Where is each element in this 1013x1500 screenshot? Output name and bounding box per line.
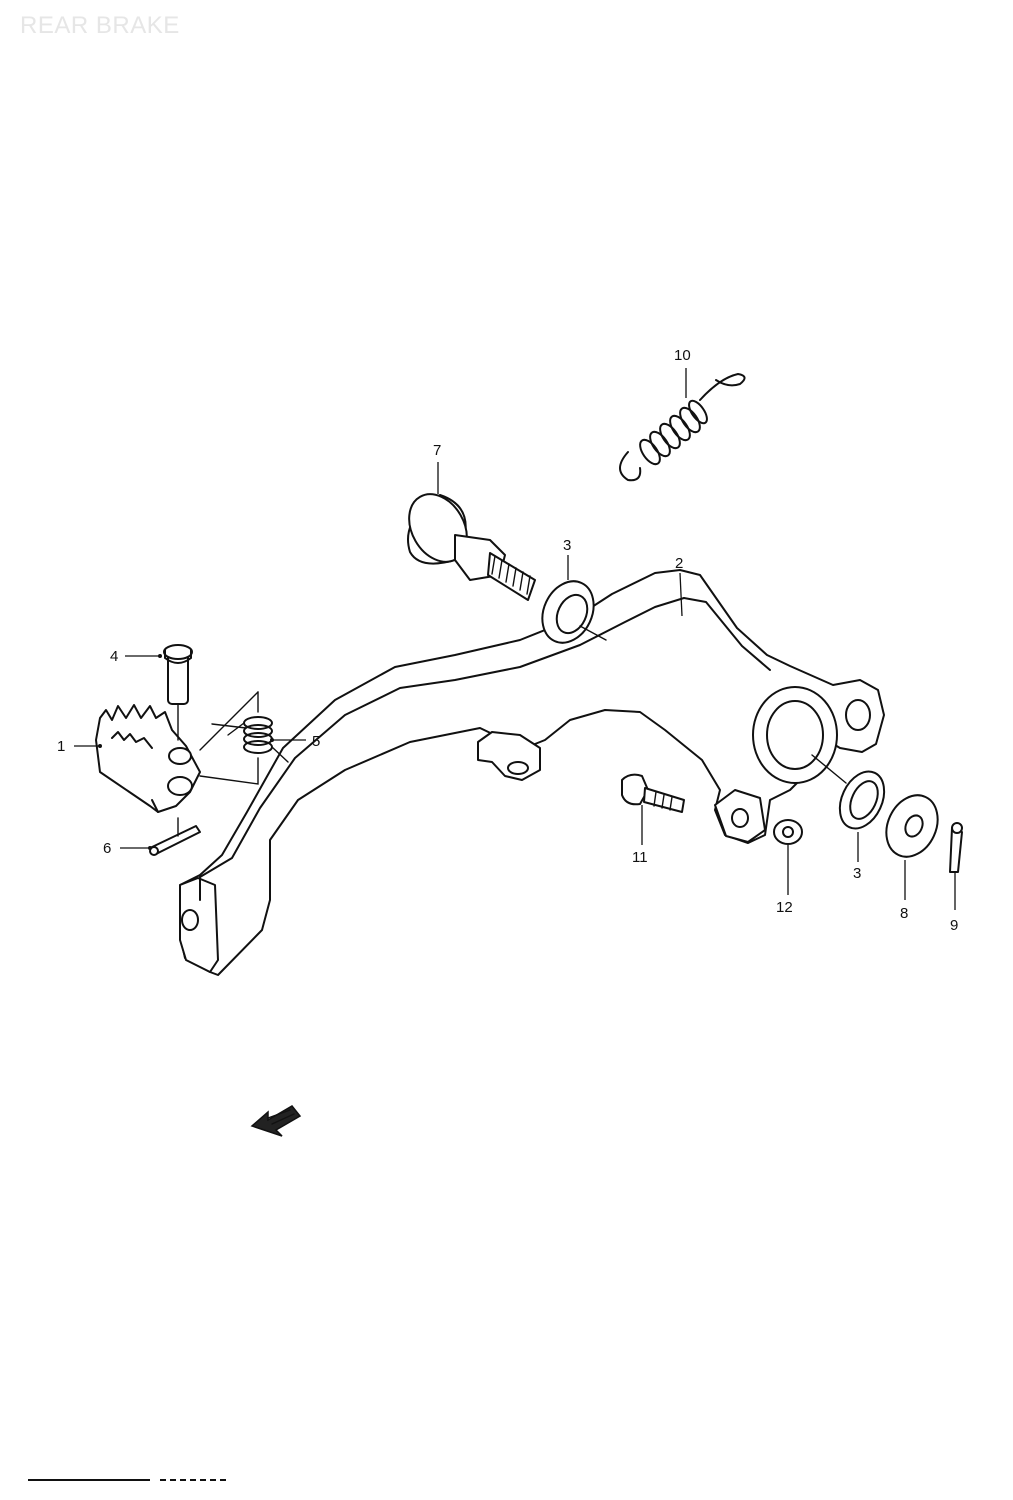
oil-seal-upper — [541, 580, 607, 644]
pedal-shaft-bolt — [407, 493, 536, 601]
callout-5: 5 — [312, 733, 320, 750]
callout-3-upper: 3 — [563, 537, 571, 554]
brake-pedal-step — [95, 704, 201, 813]
callout-8: 8 — [900, 905, 908, 922]
callout-11: 11 — [632, 849, 648, 866]
callout-7: 7 — [433, 442, 441, 459]
oil-seal-lower — [811, 754, 886, 830]
step-return-spring — [199, 691, 289, 785]
flat-washer — [885, 794, 939, 858]
callout-3-lower: 3 — [853, 865, 861, 882]
callout-12: 12 — [776, 899, 793, 916]
callout-2: 2 — [675, 555, 683, 572]
step-pivot-pin — [163, 644, 193, 741]
leader-lines — [74, 368, 956, 910]
diagram-title: REAR BRAKE — [20, 12, 180, 39]
step-cotter-pin — [149, 817, 201, 856]
callout-labels: 1 2 3 3 4 5 6 7 8 9 10 11 12 — [57, 347, 958, 934]
callout-4: 4 — [110, 648, 118, 665]
callout-9: 9 — [950, 917, 958, 934]
callout-1: 1 — [57, 738, 65, 755]
pedal-return-spring — [619, 373, 746, 482]
front-direction-arrow-icon — [250, 1105, 302, 1137]
callout-6: 6 — [103, 840, 111, 857]
stopper-bolt — [621, 773, 685, 813]
callout-10: 10 — [674, 347, 691, 364]
shaft-cotter-pin — [949, 822, 963, 873]
lock-nut — [773, 819, 803, 845]
